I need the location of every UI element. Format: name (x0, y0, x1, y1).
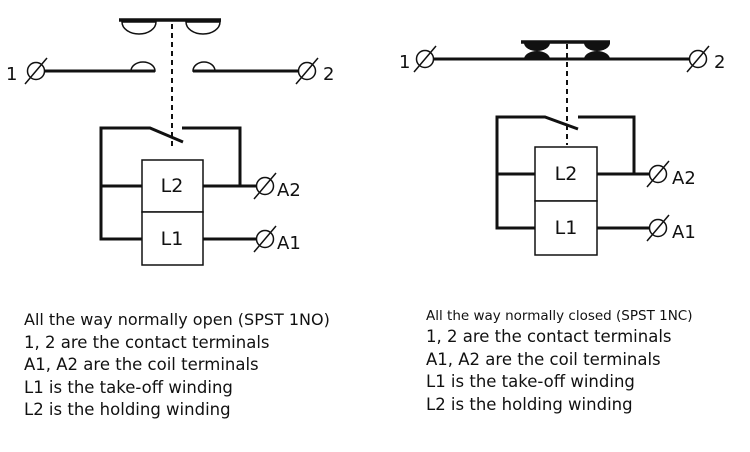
coil-l2-box (534, 146, 598, 202)
fixed-contact-right (192, 61, 307, 73)
coil-l1-box (534, 200, 598, 256)
terminal-1-label: 1 (399, 52, 410, 73)
terminal-2-symbol (686, 45, 710, 73)
terminal-a1-label: A1 (277, 233, 301, 254)
caption-line: 1, 2 are the contact terminals (24, 332, 270, 352)
fixed-contact-left (36, 61, 156, 73)
coil-l2-label: L2 (161, 175, 184, 197)
caption-normally-closed: All the way normally closed (SPST 1NC) 1… (426, 306, 693, 416)
caption-title: All the way normally open (SPST 1NO) (24, 310, 330, 329)
terminal-2-label: 2 (323, 64, 334, 85)
terminal-2-symbol (295, 57, 319, 85)
terminal-a2-label: A2 (672, 168, 696, 189)
terminal-a2-symbol (253, 172, 277, 200)
moving-contact-bridge (119, 18, 221, 35)
caption-line: L1 is the take-off winding (24, 377, 233, 397)
diagram-normally-closed: 1 2 L2 L1 A2 A1 (399, 40, 725, 256)
terminal-a1-symbol (646, 214, 670, 242)
caption-normally-open: All the way normally open (SPST 1NO) 1, … (24, 309, 330, 422)
caption-line: L2 is the holding winding (24, 400, 231, 419)
terminal-a1-symbol (253, 225, 277, 253)
caption-line: A1, A2 are the coil terminals (24, 355, 259, 374)
terminal-1-symbol (24, 57, 48, 85)
diagram-normally-open: 1 2 L2 L1 A2 A1 (6, 18, 334, 266)
coil-l1-label: L1 (555, 217, 578, 239)
terminal-a2-label: A2 (277, 180, 301, 201)
terminal-1-label: 1 (6, 64, 17, 85)
coil-bus-wire (99, 186, 142, 241)
caption-title: All the way normally closed (SPST 1NC) (426, 308, 693, 324)
terminal-a1-label: A1 (672, 222, 696, 243)
caption-line: L2 is the holding winding (426, 394, 633, 414)
caption-line: A1, A2 are the coil terminals (426, 349, 661, 369)
caption-line: L1 is the take-off winding (426, 372, 635, 391)
terminal-2-label: 2 (714, 52, 725, 73)
closed-contacts (524, 43, 610, 59)
coil-bus-wire (495, 174, 535, 230)
auxiliary-switch-frame (99, 126, 242, 188)
coil-l1-box (141, 211, 204, 266)
terminal-a2-symbol (646, 160, 670, 188)
terminal-1-symbol (413, 45, 437, 73)
caption-line: 1, 2 are the contact terminals (426, 327, 672, 346)
coil-l2-box (141, 159, 204, 213)
coil-l1-label: L1 (161, 228, 184, 250)
auxiliary-switch-frame (495, 115, 636, 176)
coil-l2-label: L2 (555, 163, 578, 185)
